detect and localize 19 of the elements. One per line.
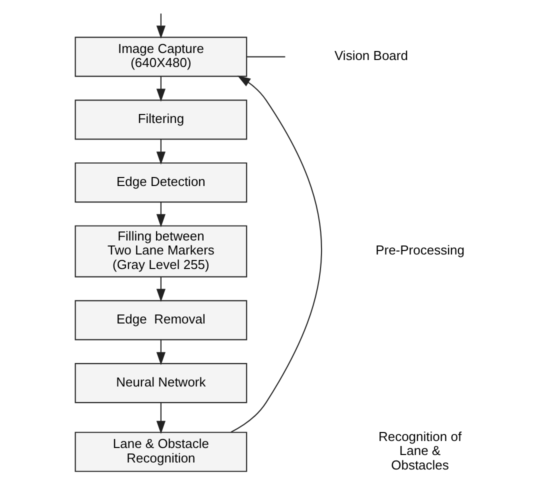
node-box: Filling between Two Lane Markers (Gray Level 255) <box>74 225 247 278</box>
node-box: Lane & Obstacle Recognition <box>74 432 247 472</box>
node-box: Edge Removal <box>74 300 247 340</box>
node-box: Filtering <box>74 100 247 140</box>
node-box: Edge Detection <box>74 162 247 203</box>
node-box: Image Capture (640X480) <box>74 36 247 77</box>
arrow <box>156 202 166 228</box>
arrow <box>230 76 322 433</box>
arrow <box>156 402 166 434</box>
connector <box>246 56 285 58</box>
node-box: Neural Network <box>74 363 247 404</box>
arrow <box>156 76 166 102</box>
node-text: Vision Board <box>334 48 408 64</box>
label: Recognition of Lane & Obstacles <box>378 429 462 472</box>
label: Pre-Processing <box>375 242 464 258</box>
arrow <box>156 340 166 366</box>
arrow <box>156 139 166 165</box>
arrow <box>156 14 166 39</box>
arrow <box>156 276 166 302</box>
